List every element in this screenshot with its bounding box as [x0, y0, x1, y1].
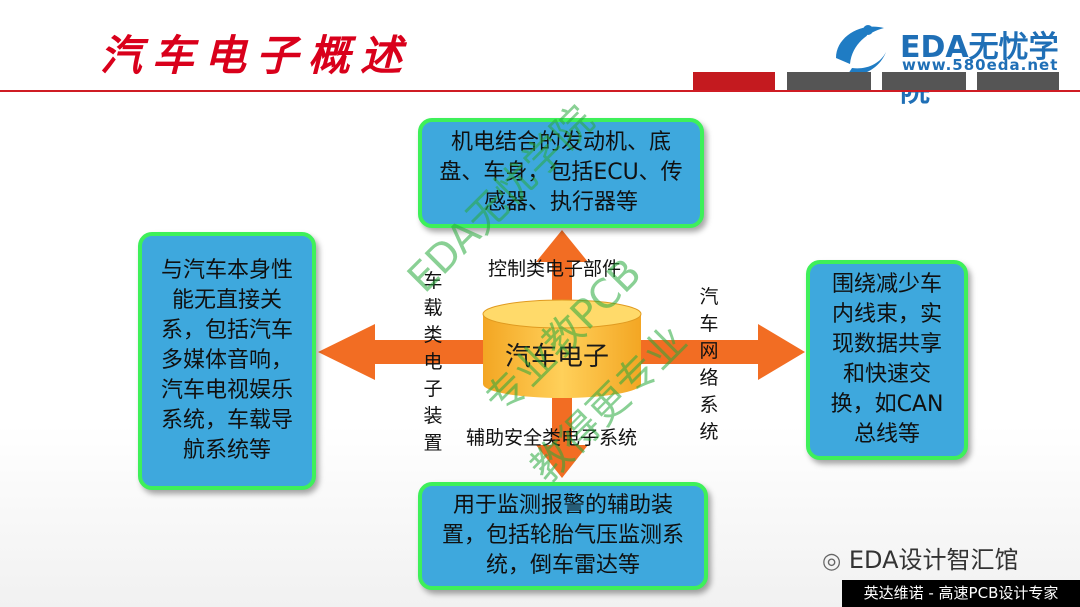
header-bar-gray [977, 72, 1059, 90]
right-label: 汽车网络系统 [699, 286, 719, 443]
arrow-right [634, 324, 805, 380]
bottom-box: 用于监测报警的辅助装置，包括轮胎气压监测系统，倒车雷达等 [418, 482, 708, 590]
header-bar-gray [882, 72, 966, 90]
right-box-text: 围绕减少车内线束，实现数据共享和快速交换，如CAN总线等 [830, 272, 944, 447]
center-cylinder-top [482, 299, 642, 329]
left-label: 车载类电子装置 [423, 270, 443, 454]
top-label: 控制类电子部件 [488, 258, 622, 280]
left-box-text: 与汽车本身性能无直接关系，包括汽车多媒体音响，汽车电视娱乐系统，车载导航系统等 [160, 258, 293, 463]
arrow-left [318, 324, 490, 380]
logo-icon [836, 25, 886, 75]
top-box: 机电结合的发动机、底盘、车身，包括ECU、传感器、执行器等 [418, 118, 704, 228]
left-box: 与汽车本身性能无直接关系，包括汽车多媒体音响，汽车电视娱乐系统，车载导航系统等 [138, 232, 316, 490]
arrow-down [536, 392, 588, 478]
arrow-up [536, 230, 588, 300]
logo-url: www.580eda.net [902, 56, 1059, 74]
wechat-name: EDA设计智汇馆 [848, 546, 1019, 574]
footer-tagline: 英达维诺 - 高速PCB设计专家 [842, 580, 1080, 607]
top-box-text: 机电结合的发动机、底盘、车身，包括ECU、传感器、执行器等 [439, 130, 683, 215]
page-title: 汽车电子概述 [100, 31, 413, 80]
bottom-label: 辅助安全类电子系统 [466, 427, 638, 449]
center-cylinder [483, 314, 641, 398]
wechat-icon: ◎ [822, 549, 842, 574]
header-bar-red [693, 72, 775, 90]
bottom-box-text: 用于监测报警的辅助装置，包括轮胎气压监测系统，倒车雷达等 [441, 493, 684, 578]
wechat-account: ◎ EDA设计智汇馆 [822, 540, 1018, 575]
header-divider [0, 90, 1080, 92]
center-label: 汽车电子 [505, 342, 610, 372]
header-bar-gray [787, 72, 871, 90]
right-box: 围绕减少车内线束，实现数据共享和快速交换，如CAN总线等 [806, 260, 968, 460]
